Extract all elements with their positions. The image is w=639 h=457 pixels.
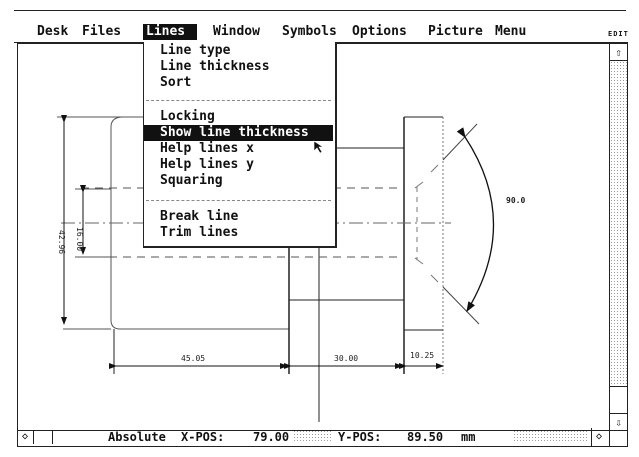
menu-desk[interactable]: Desk <box>37 24 69 39</box>
y-pos-value: 89.50 <box>407 430 444 444</box>
lines-dropdown-menu: Line type Line thickness Sort Locking Sh… <box>143 42 337 248</box>
menu-bar: Desk Files Lines Window Symbols Options … <box>14 22 626 43</box>
hatch-fill <box>293 430 331 443</box>
menu-separator <box>146 200 331 201</box>
dim-height-outer: 42.96 <box>57 230 66 254</box>
menu-item-trim-lines[interactable]: Trim lines <box>160 225 239 240</box>
drawing-canvas[interactable]: 45.05 30.00 10.25 90.0 42.96 16.00 <box>18 44 609 430</box>
divider <box>52 430 53 444</box>
screen-top-border <box>14 10 626 11</box>
divider <box>609 428 610 446</box>
scroll-right-icon[interactable]: ◇ <box>596 431 603 442</box>
divider <box>33 430 34 444</box>
mode-indicator: EDIT <box>608 30 629 38</box>
menu-window[interactable]: Window <box>213 24 260 39</box>
menu-separator <box>146 100 331 101</box>
unit-label: mm <box>461 430 476 444</box>
dim-angle: 90.0 <box>506 196 525 205</box>
scroll-left-icon[interactable]: ◇ <box>22 431 29 442</box>
menu-item-squaring[interactable]: Squaring <box>160 173 223 188</box>
scroll-down-arrow-icon[interactable]: ⇩ <box>610 413 627 430</box>
hatch-fill <box>513 430 588 443</box>
status-bar: ◇ Absolute X-POS: 79.00 Y-POS: 89.50 mm … <box>17 428 628 447</box>
y-pos-label: Y-POS: <box>338 430 382 444</box>
menu-menu[interactable]: Menu <box>495 24 527 39</box>
menu-symbols[interactable]: Symbols <box>282 24 337 39</box>
menu-files[interactable]: Files <box>82 24 122 39</box>
menu-item-help-lines-y[interactable]: Help lines y <box>160 157 254 172</box>
menu-item-locking[interactable]: Locking <box>160 109 215 124</box>
menu-options[interactable]: Options <box>352 24 407 39</box>
menu-item-break-line[interactable]: Break line <box>160 209 239 224</box>
divider <box>591 428 592 446</box>
x-pos-value: 79.00 <box>253 430 290 444</box>
menu-item-help-lines-x[interactable]: Help lines x <box>160 141 254 156</box>
menu-picture[interactable]: Picture <box>428 24 483 39</box>
dim-width-left: 45.05 <box>181 354 205 363</box>
cad-drawing: 45.05 30.00 10.25 90.0 42.96 16.00 <box>57 44 525 422</box>
scroll-track[interactable] <box>610 61 627 387</box>
menu-lines[interactable]: Lines <box>143 24 198 40</box>
menu-item-line-type[interactable]: Line type <box>160 43 231 58</box>
vertical-scrollbar[interactable]: ⇧ ⇩ <box>609 44 627 430</box>
drawing-window: 45.05 30.00 10.25 90.0 42.96 16.00 ⇧ ⇩ <box>17 42 628 431</box>
dim-width-right: 10.25 <box>410 351 434 360</box>
dim-width-mid: 30.00 <box>334 354 358 363</box>
mouse-pointer-icon <box>313 140 324 154</box>
menu-item-show-line-thickness[interactable]: Show line thickness <box>144 125 333 141</box>
menu-item-sort[interactable]: Sort <box>160 75 192 90</box>
dim-height-inner: 16.00 <box>75 227 84 251</box>
scroll-up-arrow-icon[interactable]: ⇧ <box>610 44 627 61</box>
menu-item-line-thickness[interactable]: Line thickness <box>160 59 270 74</box>
coordinate-mode[interactable]: Absolute <box>108 430 166 444</box>
x-pos-label: X-POS: <box>181 430 225 444</box>
